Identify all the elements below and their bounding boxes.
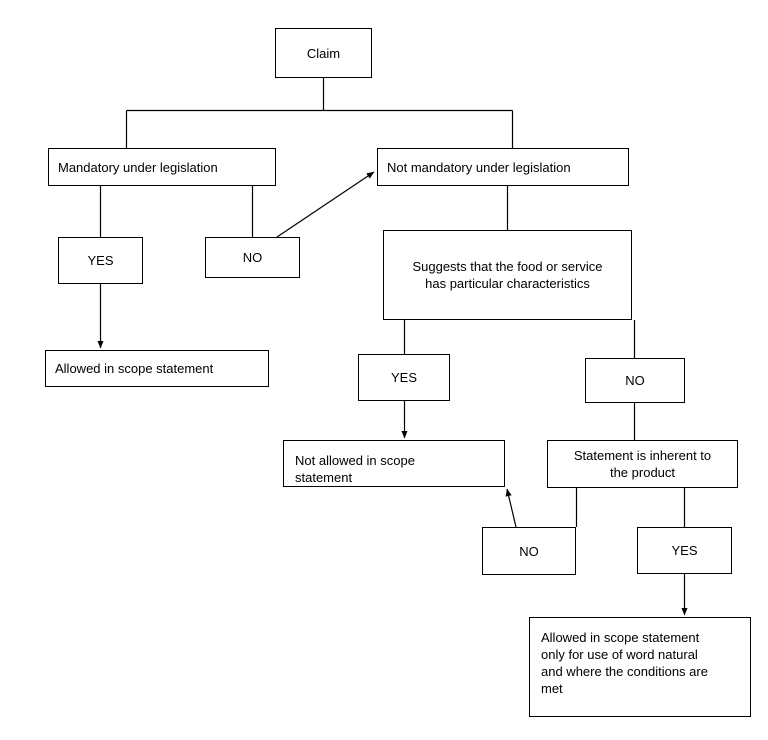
node-no-mandatory-label: NO	[242, 250, 263, 265]
node-statement-inherent-to-product[interactable]: Statement is inherent to the product	[547, 440, 738, 488]
node-not-mandatory-under-legislation[interactable]: Not mandatory under legislation	[377, 148, 629, 186]
node-claim-label: Claim	[306, 45, 341, 61]
node-yes-mandatory[interactable]: YES	[58, 237, 143, 284]
node-not-allowed-in-scope-statement[interactable]: Not allowed in scope statement	[283, 440, 505, 487]
node-no-suggests[interactable]: NO	[585, 358, 685, 403]
node-claim[interactable]: Claim	[275, 28, 372, 78]
node-yes-mandatory-label: YES	[87, 253, 114, 268]
node-not-mandatory-under-legislation-label: Not mandatory under legislation	[387, 159, 571, 175]
node-allowed-in-scope-statement-natural[interactable]: Allowed in scope statement only for use …	[529, 617, 751, 717]
node-not-allowed-in-scope-statement-label: Not allowed in scope statement	[295, 453, 415, 485]
node-mandatory-under-legislation[interactable]: Mandatory under legislation	[48, 148, 276, 186]
node-suggests-particular-characteristics[interactable]: Suggests that the food or service has pa…	[383, 230, 632, 320]
node-suggests-particular-characteristics-label: Suggests that the food or service has pa…	[412, 259, 603, 291]
node-yes-inherent-label: YES	[671, 543, 698, 558]
node-mandatory-under-legislation-label: Mandatory under legislation	[58, 159, 218, 175]
node-allowed-in-scope-statement-label: Allowed in scope statement	[55, 361, 214, 376]
node-no-suggests-label: NO	[625, 373, 645, 388]
node-no-inherent-label: NO	[519, 543, 539, 559]
node-yes-suggests[interactable]: YES	[358, 354, 450, 401]
edge-no-inherent-to-not-allowed	[505, 488, 517, 528]
node-no-inherent[interactable]: NO	[482, 527, 576, 575]
node-allowed-in-scope-statement-natural-label: Allowed in scope statement only for use …	[541, 630, 708, 696]
node-no-mandatory[interactable]: NO	[205, 237, 300, 278]
node-statement-inherent-to-product-label: Statement is inherent to the product	[573, 448, 712, 480]
node-allowed-in-scope-statement[interactable]: Allowed in scope statement	[45, 350, 269, 387]
edge-no-to-not-mandatory	[276, 171, 375, 238]
node-yes-inherent[interactable]: YES	[637, 527, 732, 574]
node-yes-suggests-label: YES	[390, 370, 417, 385]
